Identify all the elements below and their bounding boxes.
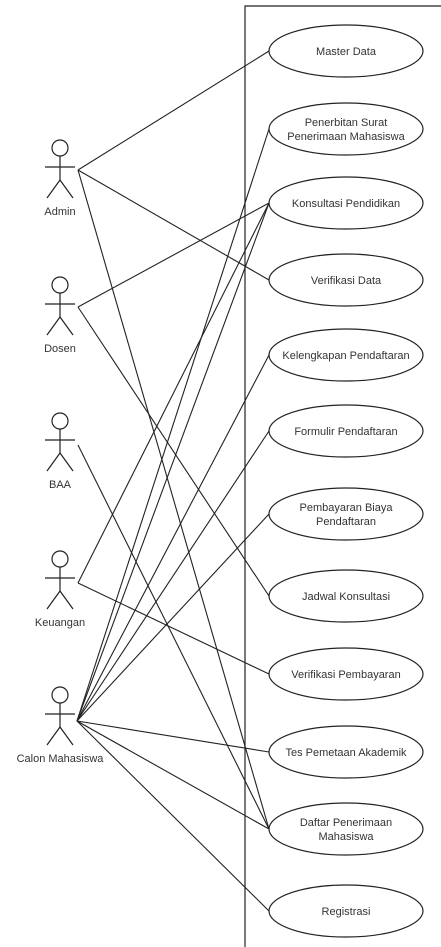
actor-dosen: Dosen: [44, 276, 76, 355]
use-case-kelengkapan-pendaftaran: Kelengkapan Pendaftaran: [268, 328, 424, 382]
stick-figure-icon: [45, 550, 75, 610]
use-case-konsultasi-pendidikan: Konsultasi Pendidikan: [268, 176, 424, 230]
association-baa-daftar-penerimaan: [77, 444, 270, 830]
use-case-label: Registrasi: [322, 906, 371, 918]
association-calon-konsultasi-pendidikan: [76, 202, 270, 722]
use-case-tes-pemetaan: Tes Pemetaan Akademik: [268, 725, 424, 779]
association-admin-daftar-penerimaan: [77, 169, 270, 830]
use-case-label: Verifikasi Data: [311, 275, 382, 287]
actor-calon: Calon Mahasiswa: [17, 686, 105, 765]
association-calon-daftar-penerimaan: [76, 720, 270, 830]
use-case-label: Konsultasi Pendidikan: [292, 198, 400, 210]
use-case-label: Pendaftaran: [316, 516, 376, 528]
use-case-registrasi: Registrasi: [268, 884, 424, 938]
use-case-ellipse: [268, 487, 424, 541]
association-calon-tes-pemetaan: [76, 720, 270, 753]
association-dosen-konsultasi-pendidikan: [77, 202, 270, 308]
association-dosen-jadwal-konsultasi: [77, 306, 270, 597]
use-case-verifikasi-pembayaran: Verifikasi Pembayaran: [268, 647, 424, 701]
actor-admin: Admin: [44, 139, 76, 218]
use-case-ellipse: [268, 328, 424, 382]
association-admin-master-data: [77, 50, 270, 171]
use-case-label: Mahasiswa: [318, 831, 374, 843]
association-admin-verifikasi-data: [77, 169, 270, 281]
actor-label: Admin: [44, 206, 75, 218]
use-case-label: Kelengkapan Pendaftaran: [282, 350, 409, 362]
use-case-ellipse: [268, 24, 424, 78]
stick-figure-icon: [45, 412, 75, 472]
use-case-label: Daftar Penerimaan: [300, 817, 392, 829]
use-case-label: Formulir Pendaftaran: [294, 426, 397, 438]
stick-figure-icon: [45, 276, 75, 336]
use-case-formulir-pendaftaran: Formulir Pendaftaran: [268, 404, 424, 458]
use-case-ellipse: [268, 569, 424, 623]
association-calon-pembayaran-biaya: [76, 513, 270, 722]
use-case-label: Tes Pemetaan Akademik: [285, 747, 407, 759]
use-case-verifikasi-data: Verifikasi Data: [268, 253, 424, 307]
actor-label: BAA: [49, 479, 72, 491]
use-case-jadwal-konsultasi: Jadwal Konsultasi: [268, 569, 424, 623]
association-calon-penerbitan-surat: [76, 128, 270, 722]
actor-keuangan: Keuangan: [35, 550, 85, 629]
association-calon-registrasi: [76, 720, 270, 912]
stick-figure-icon: [45, 139, 75, 199]
association-keuangan-konsultasi-pendidikan: [77, 202, 270, 584]
use-case-ellipse: [268, 253, 424, 307]
system-boundary: [244, 5, 441, 947]
use-case-label: Penerimaan Mahasiswa: [287, 131, 405, 143]
actor-baa: BAA: [45, 412, 75, 491]
actor-label: Calon Mahasiswa: [17, 753, 105, 765]
association-calon-formulir-pendaftaran: [76, 430, 270, 722]
use-case-master-data: Master Data: [268, 24, 424, 78]
association-keuangan-verifikasi-pembayaran: [77, 582, 270, 675]
use-case-ellipse: [268, 884, 424, 938]
use-case-label: Penerbitan Surat: [305, 117, 388, 129]
use-case-ellipse: [268, 404, 424, 458]
use-case-ellipse: [268, 802, 424, 856]
association-calon-kelengkapan-pendaftaran: [76, 354, 270, 722]
actor-label: Dosen: [44, 343, 76, 355]
stick-figure-icon: [45, 686, 75, 746]
actor-label: Keuangan: [35, 617, 85, 629]
use-case-ellipse: [268, 725, 424, 779]
use-case-label: Verifikasi Pembayaran: [291, 669, 400, 681]
use-case-label: Master Data: [316, 46, 377, 58]
use-case-ellipse: [268, 102, 424, 156]
use-case-label: Jadwal Konsultasi: [302, 591, 390, 603]
use-case-ellipse: [268, 176, 424, 230]
use-case-label: Pembayaran Biaya: [300, 502, 394, 514]
use-case-ellipse: [268, 647, 424, 701]
